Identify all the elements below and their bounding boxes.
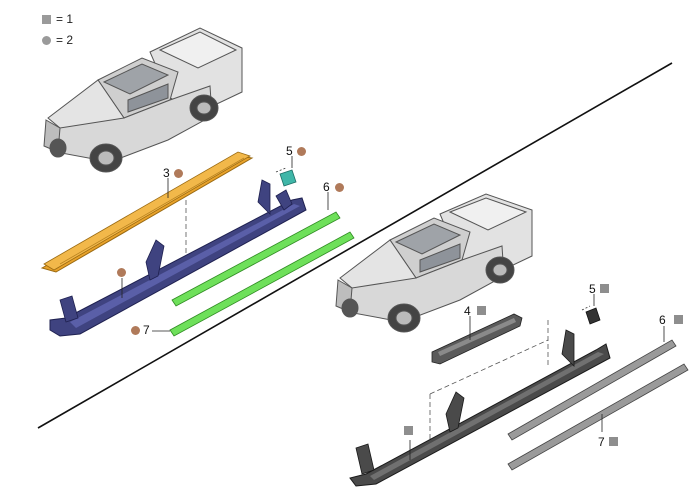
legend-label: = 2 [56,33,74,47]
part-7-trim-lower [169,231,355,337]
circle-marker-icon [297,147,306,156]
square-marker-icon [609,437,618,446]
circle-marker-icon [117,268,126,277]
callout-7: 7 [143,323,150,337]
legend-item-square: = 1 [42,12,73,26]
square-marker-icon [674,315,683,324]
legend-item-circle: = 2 [42,33,73,47]
part-6-trim-upper-type1 [507,339,677,441]
callout-3: 3 [163,166,170,180]
part-6-trim-upper [171,211,341,307]
part-rail-type1 [349,329,611,487]
square-marker-icon [477,306,486,315]
part-5-clip-type1 [581,305,601,325]
part-4-step-pad [431,313,523,365]
legend-label: = 1 [56,12,74,26]
callout-5: 5 [286,144,293,158]
square-marker-icon [404,426,413,435]
part-5-clip [275,167,297,187]
truck-illustration-top [43,27,243,173]
circle-marker-icon [174,169,183,178]
circle-marker-icon [335,183,344,192]
square-symbol-icon [42,14,51,24]
part-7-trim-lower-type1 [507,363,689,471]
circle-marker-icon [131,326,140,335]
callout-6-type1: 6 [659,313,666,327]
truck-illustration-bottom [335,193,533,333]
part-rail-type2 [49,179,307,337]
divider-line [37,62,673,429]
callout-4: 4 [464,304,471,318]
circle-symbol-icon [42,35,51,45]
callout-7-type1: 7 [598,435,605,449]
square-marker-icon [600,284,609,293]
callout-6: 6 [323,180,330,194]
part-3-step-plate [40,151,254,273]
callout-5-type1: 5 [589,282,596,296]
